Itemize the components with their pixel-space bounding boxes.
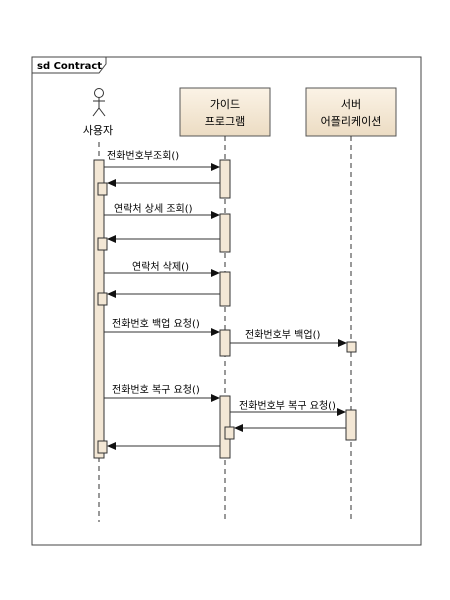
arrow-head xyxy=(211,328,220,336)
frame-tab xyxy=(31,56,107,74)
actor-label: 사용자 xyxy=(83,124,113,137)
participant-label-line1: 서버 xyxy=(341,98,361,111)
actor-leg-right xyxy=(98,107,106,117)
arrow-head xyxy=(211,394,220,402)
message-label: 전화번호부 복구 요청() xyxy=(239,400,336,412)
activation-user-callback xyxy=(97,237,108,251)
actor-head xyxy=(94,88,104,98)
message-label: 전화번호부조회() xyxy=(107,150,179,162)
arrow-head xyxy=(338,339,347,347)
participant-guide-program: 가이드 프로그램 xyxy=(179,87,271,137)
arrow-head xyxy=(211,163,220,171)
activation-guide xyxy=(219,159,231,199)
arrow-head xyxy=(107,179,116,187)
actor-user: 사용자 xyxy=(83,88,113,137)
participant-label-line2: 어플리케이션 xyxy=(321,115,382,128)
participant-label-line1: 가이드 xyxy=(210,98,240,111)
activation-guide-callback xyxy=(224,426,235,440)
activation-server xyxy=(346,341,357,353)
message-label: 연락처 상세 조회() xyxy=(114,203,193,215)
activation-user xyxy=(93,159,105,459)
arrow-head xyxy=(211,211,220,219)
message-label: 전화번호부 백업() xyxy=(245,328,320,341)
arrow-head xyxy=(337,408,346,416)
activation-user-callback xyxy=(97,440,108,454)
message-label: 전화번호 백업 요청() xyxy=(112,317,200,330)
arrow-head xyxy=(107,290,116,298)
activation-server xyxy=(345,409,357,441)
activation-guide xyxy=(219,213,231,253)
arrow-head xyxy=(107,235,116,243)
message-label: 전화번호 복구 요청() xyxy=(112,384,200,396)
participant-box xyxy=(179,87,271,137)
arrow-head xyxy=(107,442,116,450)
participant-server-application: 서버 어플리케이션 xyxy=(305,87,397,137)
participant-label-line2: 프로그램 xyxy=(205,115,245,128)
actor-leg-left xyxy=(92,107,100,117)
activation-user-callback xyxy=(97,292,108,306)
participant-box xyxy=(305,87,397,137)
arrow-head xyxy=(211,269,220,277)
activation-user-callback xyxy=(97,182,108,196)
activation-guide xyxy=(219,329,231,357)
message-label: 연락처 삭제() xyxy=(132,261,189,273)
frame-label: sd Contract xyxy=(37,61,102,72)
activation-guide xyxy=(219,271,231,307)
arrow-head xyxy=(234,424,243,432)
